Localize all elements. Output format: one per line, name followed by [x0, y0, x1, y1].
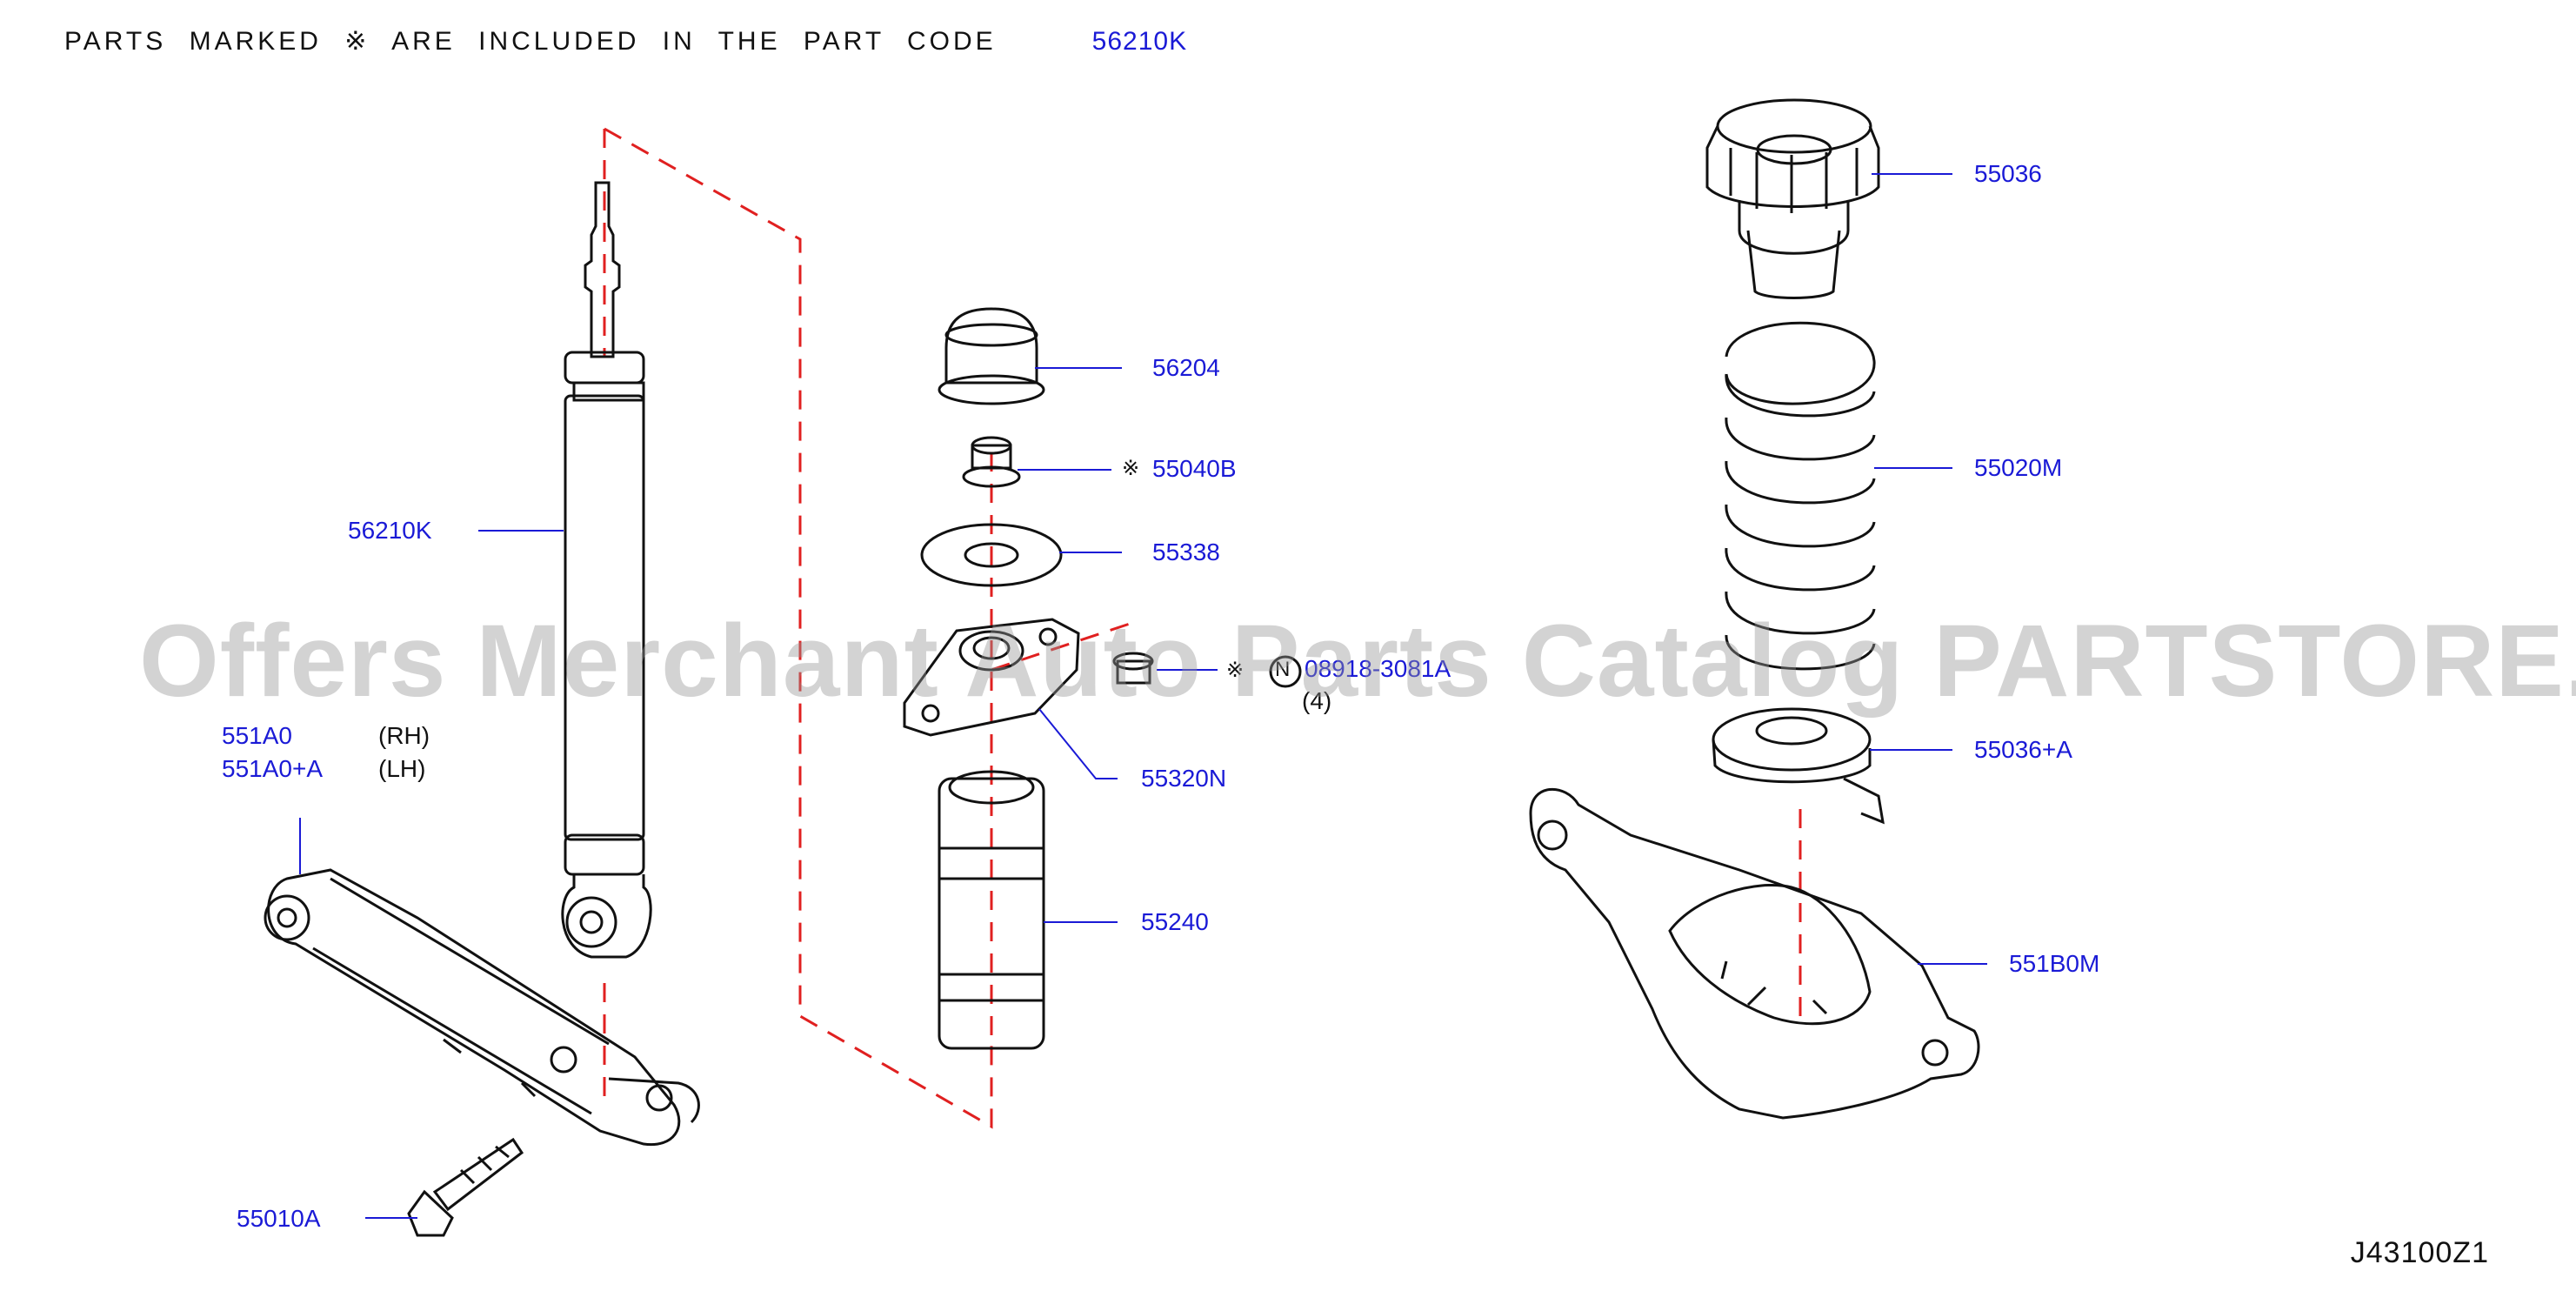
diagram-reference-code: J43100Z1	[2350, 1236, 2489, 1269]
mount-drawing	[903, 618, 1080, 737]
side-lh-label: (LH)	[378, 755, 426, 782]
header-part-code[interactable]: 56210K	[1091, 27, 1188, 56]
callout-coil-spring[interactable]: 55020M	[1974, 454, 2063, 481]
lower-seat-drawing	[1712, 707, 1885, 825]
nut-n-symbol: N	[1275, 658, 1291, 681]
header-text: PARTS MARKED ※ ARE INCLUDED IN THE PART …	[64, 27, 997, 56]
bump-stopper-drawing	[938, 770, 1045, 1050]
callout-shock-absorber[interactable]: 56210K	[348, 517, 432, 544]
mount-nut-drawing	[1112, 652, 1302, 688]
upper-seat-drawing	[1705, 98, 1880, 299]
callout-lower-seat[interactable]: 55036+A	[1974, 736, 2072, 763]
side-rh-label: (RH)	[378, 722, 430, 749]
nut-drawing	[962, 436, 1021, 488]
mount-nut-qty: (4)	[1302, 687, 1332, 714]
callout-upper-arm-lh[interactable]: 551A0+A	[222, 755, 323, 782]
header-note: PARTS MARKED ※ ARE INCLUDED IN THE PART …	[64, 26, 1187, 57]
leader-lines	[299, 173, 1987, 1219]
callout-washer[interactable]: 55338	[1152, 538, 1220, 565]
bolt-drawing	[407, 1137, 524, 1237]
callout-bump-stopper[interactable]: 55240	[1141, 908, 1209, 935]
callout-upper-seat[interactable]: 55036	[1974, 160, 2042, 187]
callout-nut[interactable]: 55040B	[1152, 455, 1237, 482]
cap-drawing	[938, 307, 1045, 405]
upper-arm-drawing	[264, 868, 700, 1147]
shock-absorber-drawing	[561, 181, 652, 959]
assembly-dash-lines	[603, 127, 1802, 1129]
mount-nut-mark: ※	[1226, 659, 1245, 682]
callout-bolt[interactable]: 55010A	[237, 1205, 321, 1232]
callout-mount[interactable]: 55320N	[1141, 765, 1227, 792]
callout-cap[interactable]: 56204	[1152, 354, 1220, 381]
coil-spring-drawing	[1725, 321, 1876, 671]
washer-drawing	[920, 523, 1063, 587]
nut-mark: ※	[1122, 457, 1140, 480]
callout-mount-nut[interactable]: 08918-3081A	[1305, 655, 1452, 682]
lower-arm-drawing	[1529, 787, 1980, 1120]
callout-lower-arm[interactable]: 551B0M	[2009, 950, 2100, 977]
callout-upper-arm-rh[interactable]: 551A0	[222, 722, 292, 749]
